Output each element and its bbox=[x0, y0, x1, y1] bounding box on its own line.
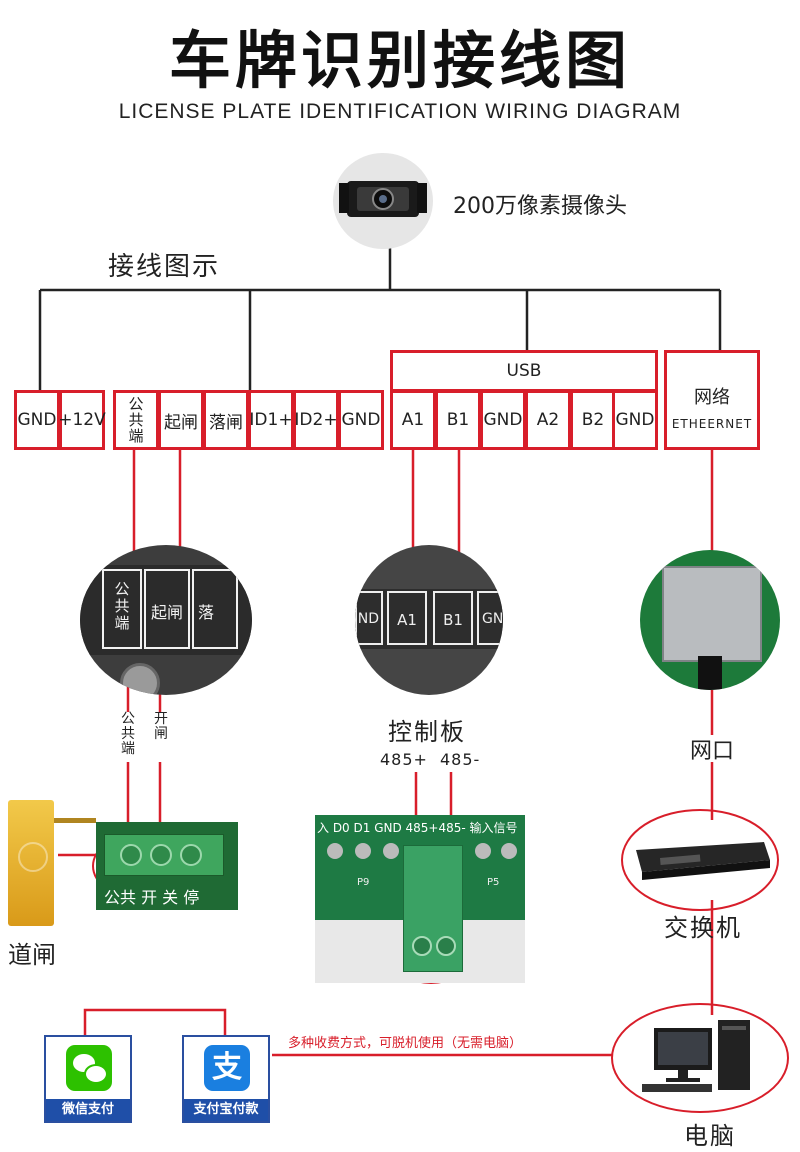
rs485-connector bbox=[403, 845, 463, 972]
zoom-down-label: 落 bbox=[192, 569, 238, 649]
switch-image bbox=[630, 838, 770, 882]
board-p9-label: P9 bbox=[357, 877, 370, 888]
terminal-gnd-usb1: GND bbox=[480, 390, 526, 450]
rj45-port-icon bbox=[662, 566, 762, 662]
switch-highlight bbox=[621, 809, 779, 911]
computer-icon bbox=[642, 1020, 750, 1092]
gate-terminal-block: 公共 开 关 停 bbox=[96, 822, 238, 910]
zoom-b1-label: B1 bbox=[433, 591, 473, 645]
network-subtitle: ETHEERNET bbox=[671, 417, 753, 431]
terminal-id1: ID1+ bbox=[248, 390, 294, 450]
control-board-label: 控制板 bbox=[388, 718, 466, 746]
terminal-open-gate: 起闸 bbox=[158, 390, 204, 450]
switch-icon bbox=[636, 842, 770, 880]
zoom-gn-label: GN bbox=[477, 591, 503, 645]
zoom-common-label: 公 共 端 bbox=[102, 569, 142, 649]
wechat-pay-button[interactable]: 微信支付 bbox=[44, 1035, 132, 1123]
zoom-a1-label: A1 bbox=[387, 591, 427, 645]
page-subtitle: LICENSE PLATE IDENTIFICATION WIRING DIAG… bbox=[118, 100, 682, 123]
alipay-icon: 支 bbox=[204, 1045, 250, 1091]
switch-label: 交换机 bbox=[664, 914, 742, 942]
screw-icon bbox=[120, 663, 160, 695]
camera-icon bbox=[339, 181, 427, 217]
terminal-id2: ID2+ bbox=[293, 390, 339, 450]
terminal-gnd-io: GND bbox=[338, 390, 384, 450]
board-header-text: 入 D0 D1 GND 485+485- 输入信号 bbox=[317, 821, 518, 835]
wechat-pay-label: 微信支付 bbox=[46, 1099, 130, 1121]
barrier-gate-image bbox=[8, 800, 54, 926]
network-title: 网络 bbox=[694, 387, 730, 408]
gate-terminal-text: 公共 开 关 停 bbox=[104, 888, 200, 907]
network-port-zoom bbox=[640, 550, 780, 690]
terminal-gnd-power: GND bbox=[14, 390, 60, 450]
wire-common-label: 公 共 端 bbox=[121, 711, 135, 757]
terminal-b2: B2 bbox=[570, 390, 616, 450]
terminal-12v: +12V bbox=[58, 390, 106, 450]
camera-label: 200万像素摄像头 bbox=[453, 194, 627, 219]
wechat-icon bbox=[66, 1045, 112, 1091]
rs485-minus-label: 485- bbox=[440, 750, 481, 769]
terminal-a1: A1 bbox=[390, 390, 436, 450]
computer-highlight bbox=[611, 1003, 789, 1113]
terminal-gnd-usb2: GND bbox=[612, 390, 658, 450]
computer-label: 电脑 bbox=[684, 1122, 736, 1150]
board-terminal-zoom: ND A1 B1 GN bbox=[355, 545, 503, 695]
terminal-close-gate: 落闸 bbox=[203, 390, 249, 450]
control-board-image: 入 D0 D1 GND 485+485- 输入信号 P9 P5 bbox=[315, 815, 525, 983]
wire-open-label: 开 闸 bbox=[154, 711, 168, 742]
terminal-network: 网络 ETHEERNET bbox=[664, 350, 760, 450]
camera-image bbox=[333, 153, 433, 249]
zoom-open-label: 起闸 bbox=[144, 569, 190, 649]
network-port-label: 网口 bbox=[690, 739, 735, 764]
wire-pay-bracket bbox=[83, 1008, 227, 1035]
wiring-label: 接线图示 bbox=[108, 252, 221, 282]
board-p5-label: P5 bbox=[487, 877, 500, 888]
terminal-common: 公 共 端 bbox=[113, 390, 159, 450]
page-title: 车牌识别接线图 bbox=[168, 24, 631, 97]
alipay-button[interactable]: 支 支付宝付款 bbox=[182, 1035, 270, 1123]
rs485-plus-label: 485+ bbox=[380, 750, 428, 769]
terminal-b1: B1 bbox=[435, 390, 481, 450]
barrier-gate-label: 道闸 bbox=[8, 941, 56, 969]
gate-terminal-zoom: 公 共 端 起闸 落 bbox=[80, 545, 252, 695]
terminal-a2: A2 bbox=[525, 390, 571, 450]
payment-note: 多种收费方式，可脱机使用（无需电脑） bbox=[288, 1036, 523, 1051]
zoom-nd-label: ND bbox=[355, 591, 383, 645]
usb-header: USB bbox=[390, 350, 658, 392]
alipay-label: 支付宝付款 bbox=[184, 1099, 268, 1121]
computer-image bbox=[640, 1018, 758, 1096]
